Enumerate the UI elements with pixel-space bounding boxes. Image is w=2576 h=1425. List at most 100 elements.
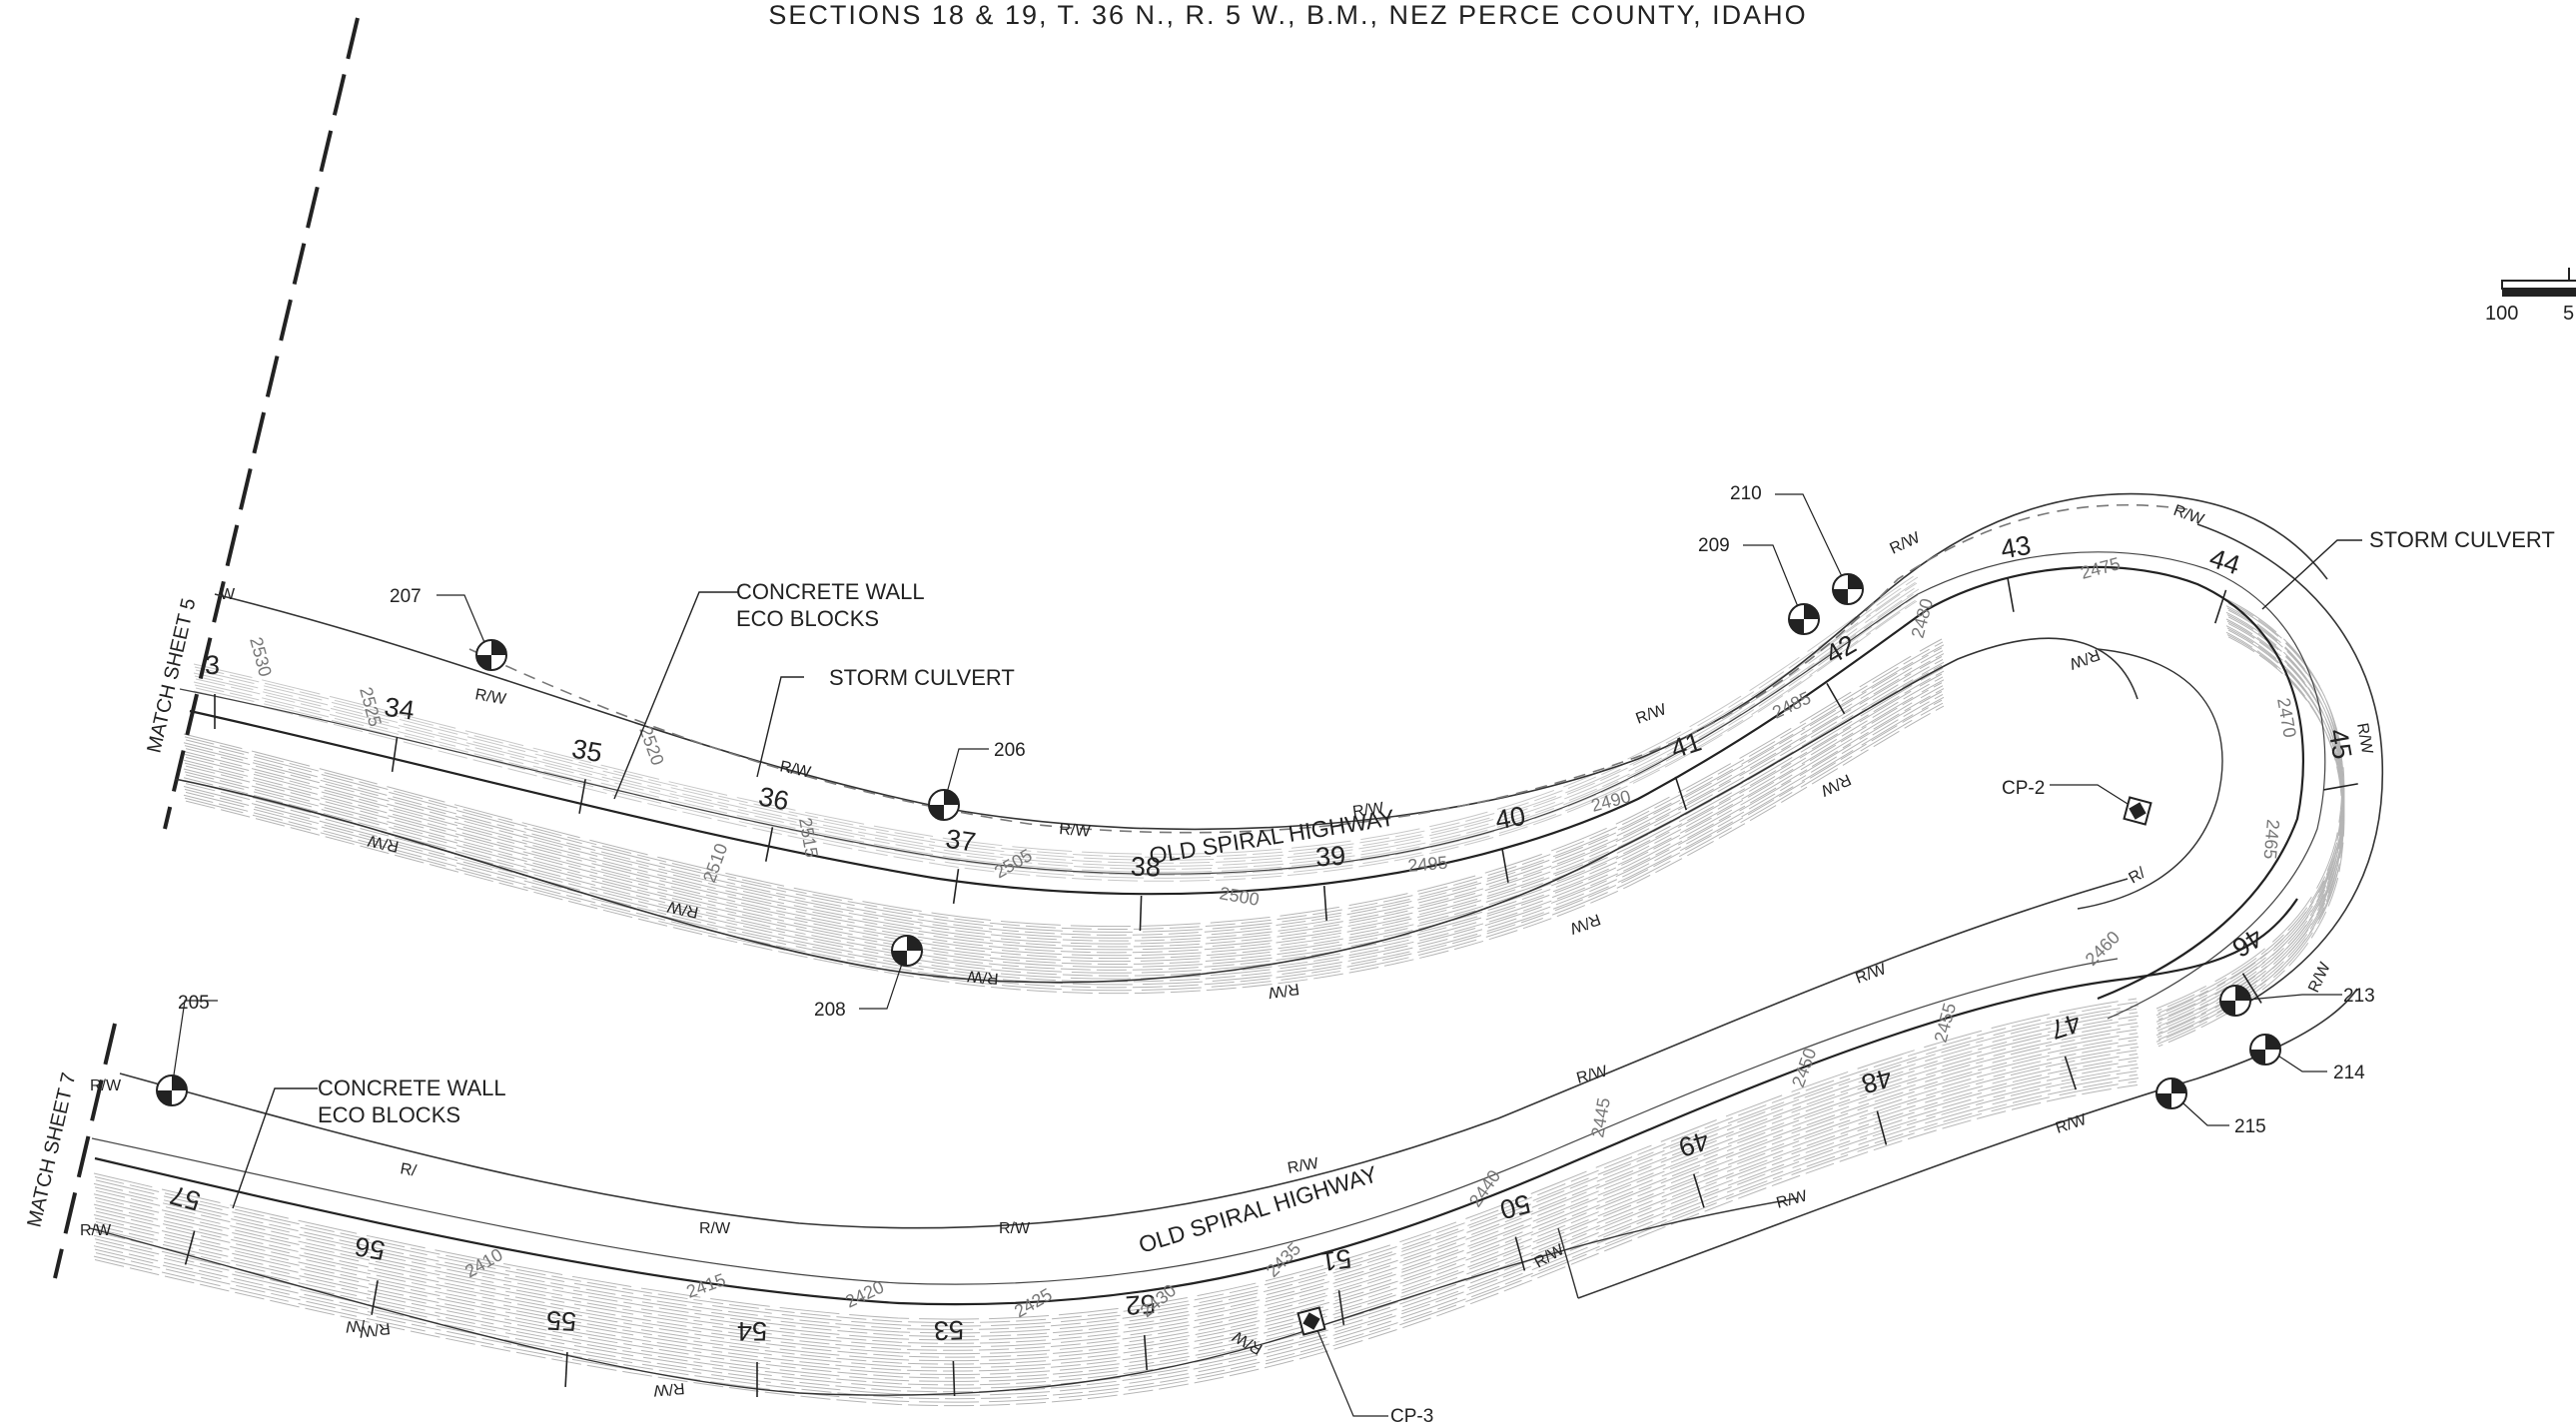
sheet-title: SECTIONS 18 & 19, T. 36 N., R. 5 W., B.M… bbox=[768, 0, 1808, 30]
contour-label: 2495 bbox=[1407, 853, 1449, 876]
terrain-line bbox=[95, 1046, 2140, 1369]
road-label-lower: OLD SPIRAL HIGHWAY bbox=[1136, 1160, 1380, 1257]
station-45: 45 bbox=[2323, 727, 2358, 791]
contour-label: 2410 bbox=[461, 1244, 506, 1281]
contour-label: 2475 bbox=[2079, 553, 2123, 583]
station-label: 36 bbox=[756, 781, 791, 816]
rw-label: R/W bbox=[358, 1319, 392, 1340]
leader-lines bbox=[171, 493, 2362, 1417]
terrain-line bbox=[95, 1026, 2140, 1348]
monument-205: 205 bbox=[156, 993, 210, 1106]
note-concrete-wall-2: CONCRETE WALL bbox=[318, 1075, 506, 1100]
terrain-line bbox=[185, 670, 1945, 960]
rw-line-upper-south bbox=[174, 637, 2139, 984]
terrain-line bbox=[195, 588, 1920, 870]
terrain-line bbox=[94, 1012, 2139, 1334]
station-39: 39 bbox=[1314, 841, 1346, 922]
leader-209 bbox=[1743, 544, 1804, 620]
terrain-line bbox=[185, 661, 1945, 951]
station-56: 56 bbox=[353, 1231, 388, 1315]
terrain-line bbox=[95, 1036, 2140, 1358]
station-label: 40 bbox=[1493, 801, 1528, 836]
station-50: 50 bbox=[1496, 1188, 1533, 1271]
terrain-line bbox=[94, 1022, 2139, 1344]
rw-label: R/W bbox=[2171, 502, 2207, 529]
station-label: 45 bbox=[2323, 727, 2358, 762]
rw-label: R/W bbox=[366, 831, 401, 854]
leader-210 bbox=[1775, 493, 1849, 590]
terrain-hatching bbox=[93, 573, 2345, 1407]
terrain-line bbox=[193, 582, 1918, 864]
station-41: 41 bbox=[1667, 726, 1705, 811]
rw-label: R/W bbox=[1287, 1155, 1320, 1177]
rw-label: R/W bbox=[1230, 1327, 1266, 1358]
rw-label: R/W bbox=[2067, 645, 2103, 672]
monument-label: 208 bbox=[814, 1000, 846, 1021]
terrain-line bbox=[183, 664, 1943, 954]
contour-label: 2420 bbox=[842, 1277, 887, 1312]
terrain-line bbox=[95, 1015, 2140, 1337]
terrain-line bbox=[93, 1070, 2138, 1393]
monument-label: 209 bbox=[1698, 535, 1730, 556]
rw-label: R/W bbox=[2054, 1111, 2090, 1137]
terrain-line bbox=[94, 1053, 2139, 1375]
rw-line-lower-south bbox=[89, 1197, 1799, 1396]
match-line-sheet-7 bbox=[53, 1023, 117, 1279]
contour-label: 2510 bbox=[699, 841, 731, 885]
terrain-line bbox=[95, 1057, 2140, 1379]
station-48: 48 bbox=[1858, 1063, 1895, 1145]
terrain-line bbox=[185, 705, 1945, 995]
terrain-line bbox=[194, 576, 1919, 858]
station-38: 38 bbox=[1130, 852, 1162, 932]
station-label: 48 bbox=[1858, 1063, 1895, 1099]
terrain-line bbox=[185, 688, 1945, 977]
terrain-line bbox=[183, 647, 1943, 936]
monument-label: 213 bbox=[2343, 986, 2375, 1007]
station-36: 36 bbox=[756, 781, 791, 862]
station-44: 44 bbox=[2206, 543, 2243, 624]
station-53: 53 bbox=[933, 1315, 964, 1397]
rw-label: R/W bbox=[1775, 1187, 1810, 1212]
note-concrete-wall-1: CONCRETE WALL bbox=[736, 579, 925, 604]
contour-label: 2530 bbox=[246, 635, 276, 679]
station-34: 34 bbox=[383, 692, 417, 772]
rw-label-partial: /W bbox=[344, 1316, 366, 1335]
rw-label: R/W bbox=[652, 1379, 685, 1399]
rw-label: R/W bbox=[1888, 529, 1924, 558]
rw-label: R/W bbox=[90, 1077, 122, 1094]
rw-label-partial: W bbox=[220, 586, 236, 603]
station-label: 41 bbox=[1667, 726, 1705, 764]
monument-214: 214 bbox=[2249, 1034, 2365, 1083]
rw-line-inner-loop bbox=[2077, 648, 2223, 910]
monument-label: 215 bbox=[2234, 1116, 2266, 1137]
terrain-line bbox=[93, 998, 2138, 1320]
leader-cw2 bbox=[232, 1087, 318, 1209]
cp-3-symbol bbox=[1296, 1306, 1326, 1336]
station-label: 53 bbox=[933, 1315, 964, 1346]
rw-label-partial: R/ bbox=[2127, 864, 2149, 887]
station-label: 37 bbox=[944, 824, 978, 858]
terrain-line bbox=[184, 667, 1944, 957]
terrain-line bbox=[193, 591, 1918, 873]
terrain-line bbox=[195, 597, 1920, 879]
monument-label: 205 bbox=[178, 993, 210, 1014]
station-label: 47 bbox=[2047, 1008, 2085, 1046]
terrain-line bbox=[183, 656, 1943, 945]
terrain-line bbox=[184, 641, 1944, 930]
terrain-line bbox=[93, 1080, 2138, 1403]
terrain-line bbox=[94, 1043, 2139, 1365]
terrain-line bbox=[184, 676, 1944, 965]
leader-213 bbox=[2236, 994, 2342, 1002]
leader-205 bbox=[171, 1000, 218, 1089]
monument-209: 209 bbox=[1698, 535, 1820, 635]
terrain-line bbox=[93, 1019, 2138, 1341]
station-label: 35 bbox=[569, 733, 604, 768]
terrain-line bbox=[183, 638, 1943, 928]
rw-label: R/W bbox=[2305, 960, 2334, 996]
terrain-line bbox=[184, 693, 1944, 983]
scale-label-100: 100 bbox=[2485, 303, 2518, 325]
leader-206 bbox=[943, 748, 989, 805]
station-51: 51 bbox=[1319, 1243, 1353, 1325]
